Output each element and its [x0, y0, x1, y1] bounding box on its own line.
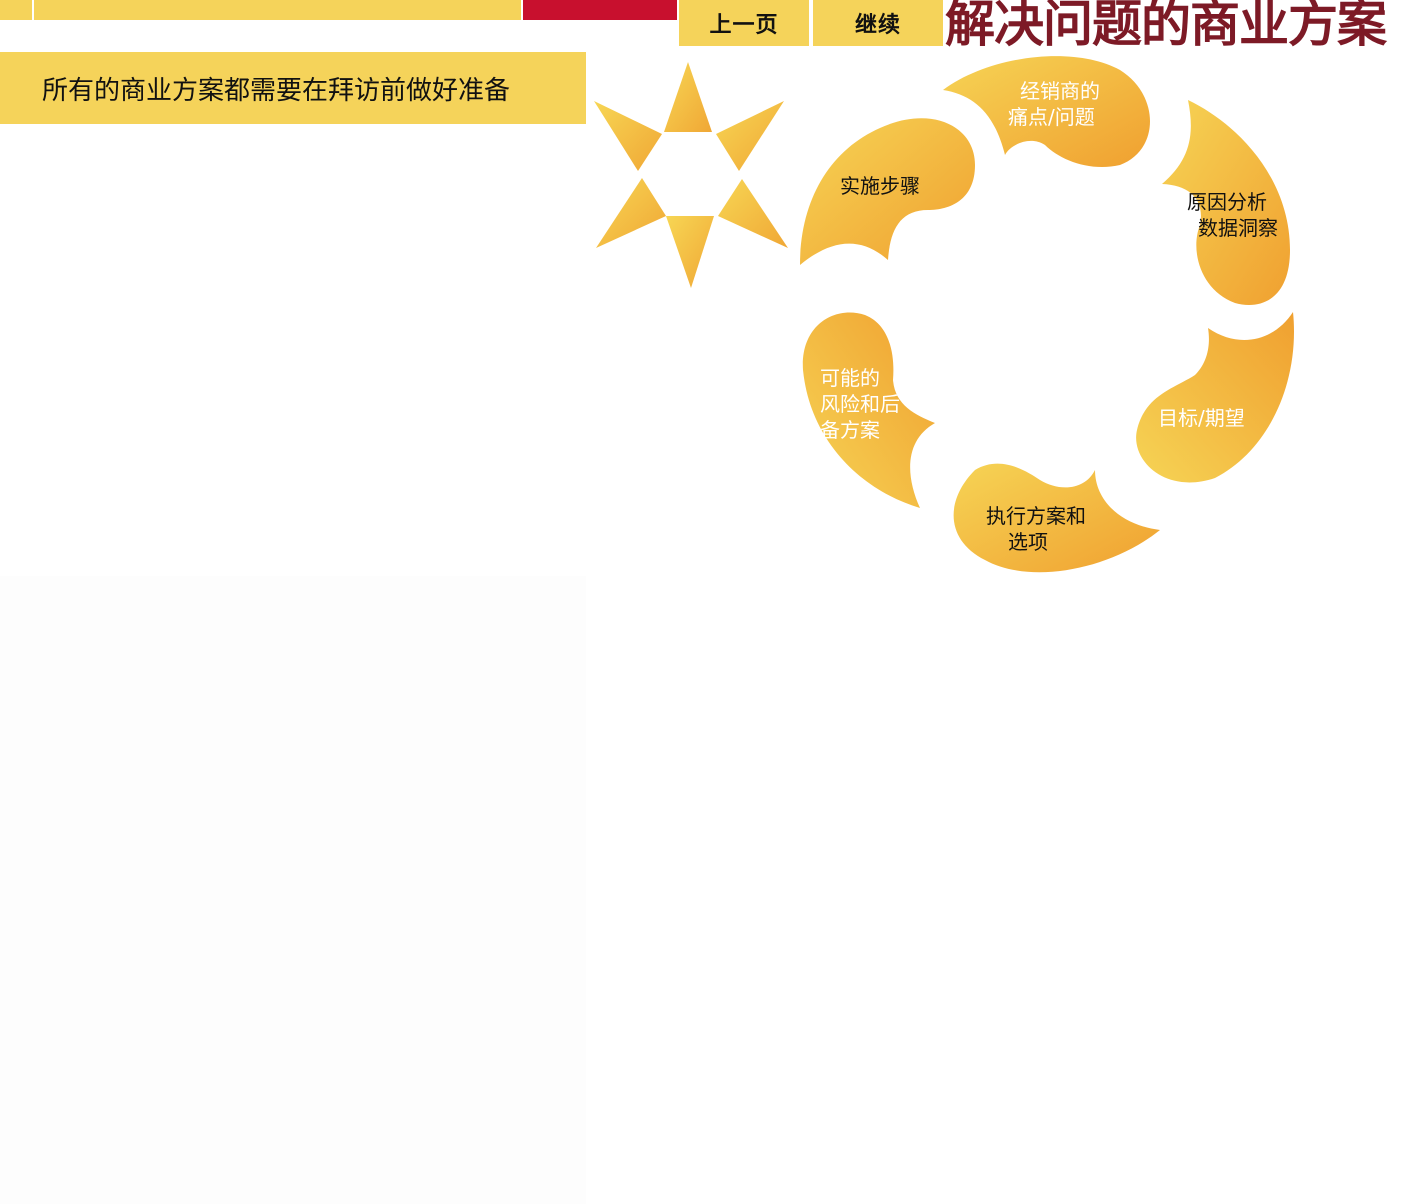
cycle-diagram	[800, 56, 1295, 573]
petal-label-cause: 原因分析	[1187, 189, 1267, 215]
petal-label-dealer-2: 痛点/问题	[1008, 104, 1095, 130]
top-bar-red	[523, 0, 677, 20]
petal-label-line: 选项	[1008, 530, 1048, 554]
subtitle-text: 所有的商业方案都需要在拜访前做好准备	[42, 75, 511, 106]
petal-label-line: 风险和后	[820, 392, 900, 416]
petal-label-cause-2: 数据洞察	[1198, 215, 1278, 241]
petal-label-line: 目标/期望	[1158, 406, 1245, 430]
petal-dealer-pain-points	[943, 56, 1150, 168]
prev-page-button[interactable]: 上一页	[679, 0, 809, 46]
petal-label-line: 执行方案和	[986, 504, 1086, 528]
petal-cause-analysis	[1162, 100, 1290, 305]
star-triangle-lower-right	[718, 179, 788, 248]
petal-label-execution: 执行方案和	[986, 503, 1086, 529]
petal-execution-plan	[953, 463, 1160, 573]
star-icon	[594, 62, 788, 288]
petal-label-line: 经销商的	[1020, 79, 1100, 103]
top-bar-long	[34, 0, 521, 20]
top-bar-small	[0, 0, 32, 20]
petal-label-execution-2: 选项	[1008, 529, 1048, 555]
petal-label-goals: 目标/期望	[1158, 405, 1245, 431]
petal-label-risks-3: 备方案	[820, 417, 880, 443]
petal-label-implementation: 实施步骤	[840, 173, 920, 199]
page-title: 解决问题的商业方案	[945, 0, 1387, 53]
subtitle-banner: 所有的商业方案都需要在拜访前做好准备	[0, 52, 586, 124]
star-triangle-top	[664, 62, 712, 132]
petal-label-line: 可能的	[820, 366, 880, 390]
petal-label-line: 实施步骤	[840, 174, 920, 198]
petal-label-line: 备方案	[820, 418, 880, 442]
petal-label-line: 原因分析	[1187, 190, 1267, 214]
star-triangle-lower-left	[596, 178, 666, 248]
star-triangle-upper-right	[716, 101, 784, 171]
petal-label-risks: 可能的	[820, 365, 880, 391]
petal-label-risks-2: 风险和后	[820, 391, 900, 417]
petal-goals-expectations	[1136, 312, 1295, 483]
petal-implementation-steps	[800, 118, 975, 265]
petal-label-line: 数据洞察	[1198, 216, 1278, 240]
petal-label-dealer: 经销商的	[1020, 78, 1100, 104]
continue-button[interactable]: 继续	[813, 0, 943, 46]
star-triangle-bottom	[666, 216, 714, 288]
petal-risks-backup	[802, 312, 935, 508]
content-panel	[0, 576, 586, 1204]
star-triangle-upper-left	[594, 101, 662, 171]
petal-label-line: 痛点/问题	[1008, 105, 1095, 129]
